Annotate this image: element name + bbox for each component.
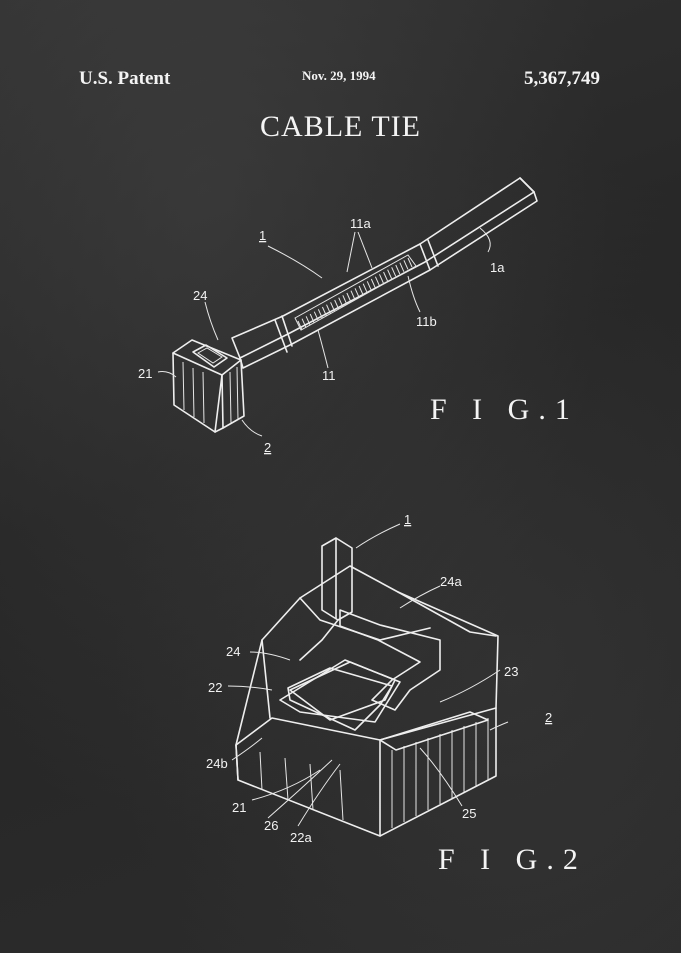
fig2-ref-2: 2 (545, 710, 552, 725)
fig2-drawing (227, 523, 509, 837)
fig2-ref-22a: 22a (290, 830, 312, 845)
fig1-ref-2: 2 (264, 440, 271, 455)
fig2-reference-numerals: 1 24a 24 23 22 2 24b 21 26 25 22a (206, 512, 552, 845)
fig1-ref-11: 11 (322, 368, 336, 383)
fig1-ref-1a: 1a (490, 260, 505, 275)
fig1-ref-11a: 11a (350, 216, 371, 231)
fig2-ref-21: 21 (232, 800, 246, 815)
page-title: CABLE TIE (260, 110, 421, 143)
fig2-ref-22: 22 (208, 680, 222, 695)
fig2-label: F I G.2 (438, 843, 587, 876)
fig1-drawing (157, 177, 538, 437)
fig1-reference-numerals: 1 11a 1a 24 11b 21 11 2 (138, 216, 505, 455)
header-date: Nov. 29, 1994 (302, 68, 376, 83)
fig2-ref-25: 25 (462, 806, 476, 821)
fig1-ref-24: 24 (193, 288, 207, 303)
fig1-ref-11b: 11b (416, 314, 437, 329)
fig2-ref-24b: 24b (206, 756, 228, 771)
fig1-ref-21: 21 (138, 366, 152, 381)
fig2-ref-1: 1 (404, 512, 411, 527)
fig2-ref-24: 24 (226, 644, 240, 659)
fig1-ref-1: 1 (259, 228, 266, 243)
header-patent-number: 5,367,749 (524, 68, 600, 89)
fig1-label: F I G.1 (430, 393, 579, 426)
header-left: U.S. Patent (79, 68, 171, 89)
fig2-ref-23: 23 (504, 664, 518, 679)
fig2-ref-26: 26 (264, 818, 278, 833)
fig2-ref-24a: 24a (440, 574, 462, 589)
